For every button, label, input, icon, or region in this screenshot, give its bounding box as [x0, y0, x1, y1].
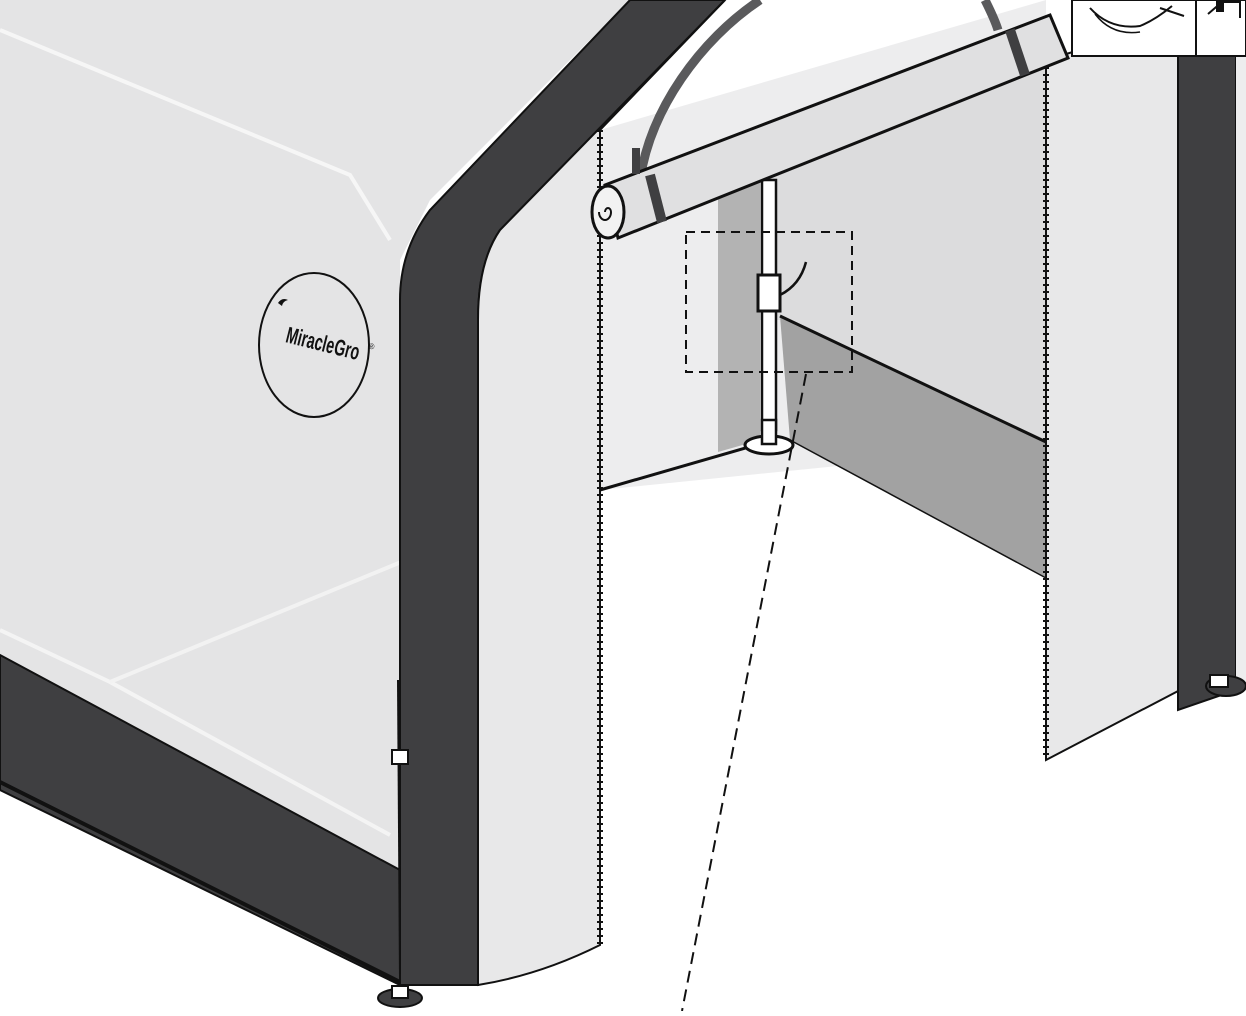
pole-tie	[779, 261, 808, 297]
callout-leader-line	[681, 373, 807, 1012]
roof-hoop-right	[980, 0, 1003, 32]
right-frame-edge	[1236, 40, 1246, 690]
strap-buckle	[391, 749, 409, 765]
ground-anchor-left	[377, 985, 423, 1008]
leaf-sprout-icon	[278, 299, 288, 306]
instruction-manual-icon	[1207, 0, 1241, 18]
right-frame-band	[1177, 39, 1237, 712]
ground-anchor-right	[1205, 674, 1246, 697]
tie-strap	[397, 679, 401, 981]
interior-upper-panel	[760, 60, 1046, 440]
roll-strap-left	[645, 173, 667, 224]
pole-clamp	[756, 273, 782, 313]
brand-logo-mark: ®	[367, 341, 375, 351]
brand-logo-text-right: Gro	[331, 335, 362, 366]
side-wall-seam-upper	[0, 28, 392, 242]
pole-foot	[760, 418, 778, 446]
front-door-panel-left	[477, 0, 726, 987]
safety-glasses-icon	[1089, 5, 1185, 34]
strap-hook-left	[632, 148, 640, 174]
side-wall-skirt-lip	[0, 780, 401, 984]
tool-icon-panel	[1071, 0, 1246, 57]
roll-end	[590, 184, 626, 240]
interior-floor-edge-right	[789, 439, 1047, 579]
interior-corner-shadow	[718, 176, 760, 452]
roof-hoop	[635, 0, 763, 181]
roll-spiral	[598, 207, 613, 221]
detail-callout-box	[685, 231, 853, 373]
interior-skirt-panel	[780, 316, 1046, 578]
front-door-panel-right	[1045, 18, 1181, 762]
skirt-top-edge	[779, 314, 1047, 444]
roll-strap-right	[1005, 28, 1030, 77]
